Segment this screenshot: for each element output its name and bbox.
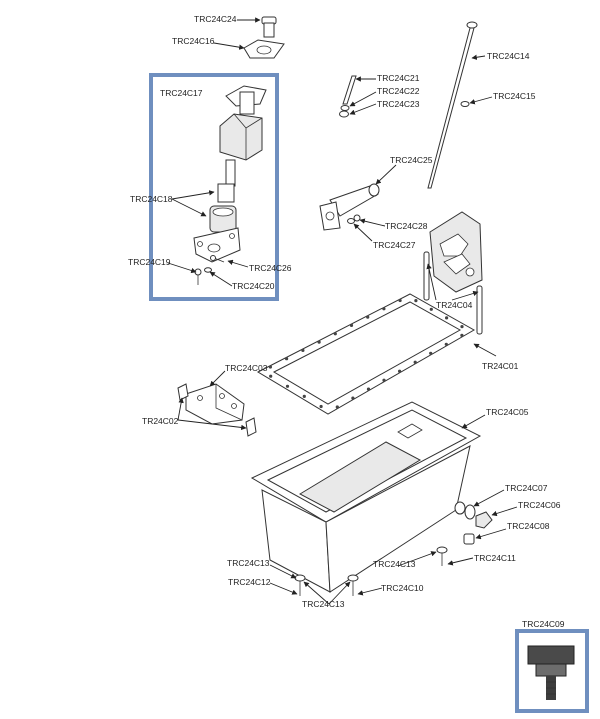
oil-pump-rotor bbox=[209, 205, 237, 233]
drain-plug-highlight-frame bbox=[515, 629, 589, 713]
gasket-bolt-hole bbox=[301, 348, 305, 352]
sump-gasket bbox=[256, 293, 476, 415]
label-trc24c08: TRC24C08 bbox=[507, 521, 550, 531]
drain-washer-c07 bbox=[464, 504, 476, 520]
label-trc24c13-right: TRC24C13 bbox=[373, 559, 416, 569]
gasket-bolt-hole bbox=[269, 374, 273, 378]
gasket-bolt-hole bbox=[429, 351, 433, 355]
label-trc24c24: TRC24C24 bbox=[194, 14, 237, 24]
label-trc24c23: TRC24C23 bbox=[377, 99, 420, 109]
gasket-bolt-hole bbox=[349, 323, 354, 327]
label-trc24c10: TRC24C10 bbox=[381, 583, 424, 593]
gasket-bolt-hole bbox=[460, 333, 464, 337]
label-trc24c06: TRC24C06 bbox=[518, 500, 561, 510]
gasket-bolt-hole bbox=[366, 387, 371, 391]
gasket-bolt-hole bbox=[445, 316, 449, 320]
oil-pump-body bbox=[219, 113, 263, 161]
clip-c02-right bbox=[245, 417, 257, 437]
oil-filler-cap bbox=[261, 16, 277, 38]
label-trc24c18: TRC24C18 bbox=[130, 194, 173, 204]
label-trc24c25: TRC24C25 bbox=[390, 155, 433, 165]
gasket-bolt-hole bbox=[413, 360, 417, 364]
label-tr24c02: TR24C02 bbox=[142, 416, 179, 426]
label-trc24c12: TRC24C12 bbox=[228, 577, 271, 587]
label-trc24c26: TRC24C26 bbox=[249, 263, 292, 273]
dipstick bbox=[427, 21, 478, 189]
gasket-bolt-hole bbox=[317, 340, 321, 344]
gasket-bolt-hole bbox=[333, 332, 337, 336]
label-trc24c20: TRC24C20 bbox=[232, 281, 275, 291]
gasket-bolt-hole bbox=[382, 307, 386, 311]
oil-pump-highlight-frame bbox=[149, 73, 279, 301]
label-trc24c16: TRC24C16 bbox=[172, 36, 215, 46]
dipstick-seal-c15 bbox=[460, 101, 470, 107]
washer-c23 bbox=[339, 110, 349, 118]
gasket-bolt-hole bbox=[285, 384, 290, 388]
label-tr24c04: TR24C04 bbox=[436, 300, 473, 310]
label-trc24c14: TRC24C14 bbox=[487, 51, 530, 61]
pickup-washer-c27 bbox=[347, 218, 355, 224]
leader-lines bbox=[167, 17, 518, 605]
dowel-c04-left bbox=[423, 251, 430, 301]
pump-bolt-c19 bbox=[194, 268, 202, 285]
stud-c21 bbox=[342, 75, 357, 105]
nut-c22 bbox=[340, 105, 350, 111]
label-tr24c01: TR24C01 bbox=[482, 361, 519, 371]
label-trc24c17: TRC24C17 bbox=[160, 88, 203, 98]
oil-pan bbox=[250, 401, 482, 593]
magnetic-insert-c08 bbox=[463, 533, 475, 545]
oil-pump-shaft bbox=[217, 159, 236, 203]
label-trc24c09: TRC24C09 bbox=[522, 619, 565, 629]
label-trc24c27: TRC24C27 bbox=[373, 240, 416, 250]
label-trc24c15: TRC24C15 bbox=[493, 91, 536, 101]
bolt-c11 bbox=[436, 546, 448, 566]
callout-labels: TRC24C24 TRC24C16 TRC24C14 TRC24C21 TRC2… bbox=[128, 14, 565, 629]
gasket-bolt-hole bbox=[351, 396, 355, 400]
gasket-bolt-hole bbox=[460, 325, 464, 329]
label-trc24c21: TRC24C21 bbox=[377, 73, 420, 83]
label-trc24c07: TRC24C07 bbox=[505, 483, 548, 493]
gasket-bolt-hole bbox=[285, 357, 289, 361]
gasket-bolt-hole bbox=[398, 298, 402, 303]
gasket-bolt-hole bbox=[319, 404, 323, 409]
label-trc24c13-bottom: TRC24C13 bbox=[302, 599, 345, 609]
gasket-bolt-hole bbox=[302, 394, 306, 398]
drain-plug-c06 bbox=[475, 511, 493, 529]
bolt-c13-center bbox=[347, 574, 359, 596]
drain-plug-detail-c09 bbox=[527, 645, 575, 700]
oil-pump-housing bbox=[193, 227, 241, 263]
label-trc24c28: TRC24C28 bbox=[385, 221, 428, 231]
baffle-bracket-c03 bbox=[185, 383, 245, 425]
oil-pump-top-plate bbox=[225, 85, 267, 115]
pickup-screw-c28 bbox=[353, 214, 361, 222]
oil-pickup-tube bbox=[319, 183, 380, 231]
label-trc24c13-left: TRC24C13 bbox=[227, 558, 270, 568]
gasket-bolt-hole bbox=[429, 307, 433, 311]
gasket-bolt-hole bbox=[335, 405, 339, 409]
gasket-bolt-hole bbox=[444, 342, 448, 346]
gasket-bolt-hole bbox=[382, 378, 386, 382]
gasket-bolt-hole bbox=[398, 369, 402, 373]
pump-washer-c20 bbox=[204, 267, 212, 273]
gasket-bolt-holes bbox=[268, 298, 464, 409]
label-trc24c19: TRC24C19 bbox=[128, 257, 171, 267]
bolt-c13-left bbox=[294, 574, 306, 596]
label-trc24c05: TRC24C05 bbox=[486, 407, 529, 417]
gasket-bolt-hole bbox=[268, 365, 272, 369]
label-trc24c11: TRC24C11 bbox=[474, 553, 516, 563]
label-trc24c22: TRC24C22 bbox=[377, 86, 420, 96]
oil-filler-gasket bbox=[243, 39, 285, 59]
gasket-bolt-hole bbox=[414, 299, 418, 303]
label-trc24c03: TRC24C03 bbox=[225, 363, 268, 373]
main-bearing-bracket bbox=[429, 211, 483, 293]
pump-screw-c26 bbox=[210, 255, 225, 263]
gasket-bolt-hole bbox=[366, 315, 370, 319]
dowel-c04-right bbox=[476, 285, 483, 335]
clip-c02-left bbox=[177, 383, 189, 401]
